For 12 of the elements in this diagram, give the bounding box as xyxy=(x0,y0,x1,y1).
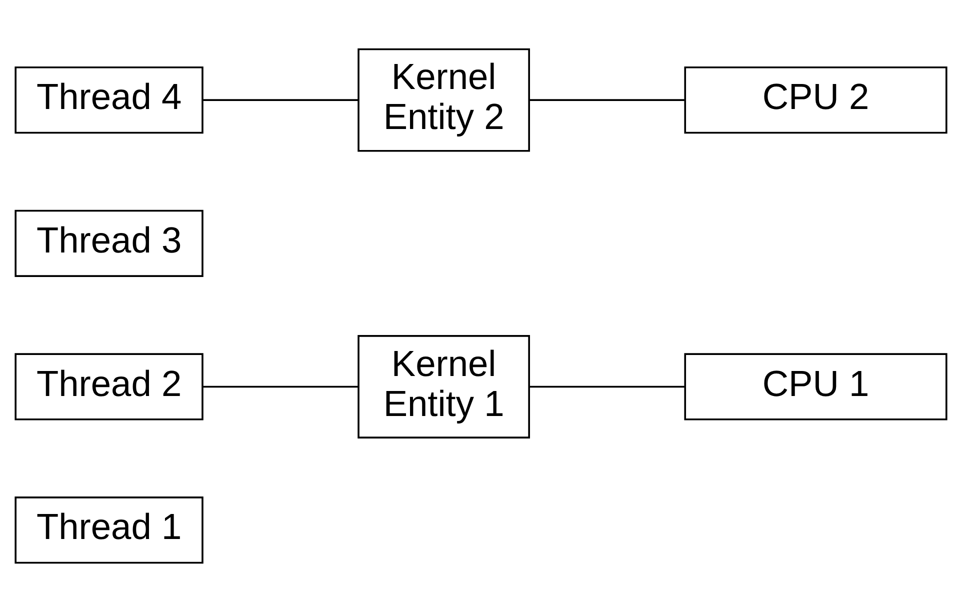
node-box: Thread 1 xyxy=(14,496,204,564)
node-box: Thread 3 xyxy=(14,210,204,277)
connector xyxy=(529,386,684,388)
node-box: Thread 4 xyxy=(14,66,204,134)
node-box: Kernel Entity 1 xyxy=(358,335,530,438)
node-box: CPU 2 xyxy=(684,66,948,134)
node-box: Kernel Entity 2 xyxy=(358,48,530,152)
connector xyxy=(203,386,358,388)
connector xyxy=(529,99,684,101)
node-box: Thread 2 xyxy=(14,353,204,420)
connector xyxy=(203,99,358,101)
node-box: CPU 1 xyxy=(684,353,948,420)
